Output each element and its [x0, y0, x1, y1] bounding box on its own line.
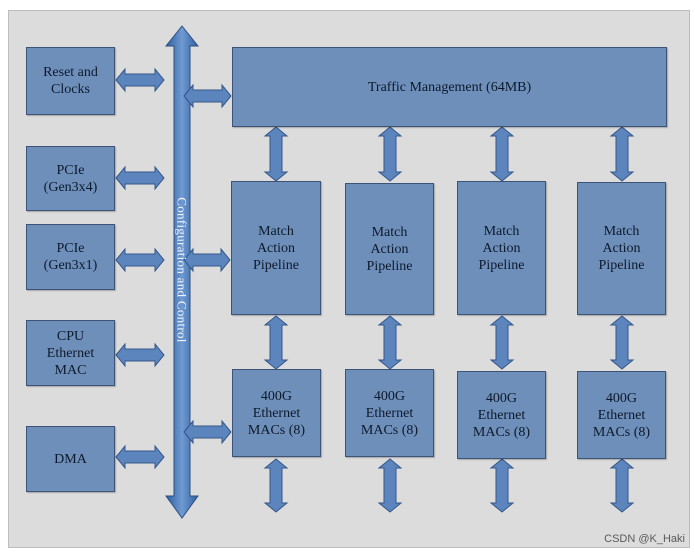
- arrow-pipeline-to-macs-4: [609, 315, 635, 370]
- match-action-pipeline-1: Match Action Pipeline: [231, 181, 321, 315]
- arrow-pipeline-to-macs-1: [263, 315, 289, 370]
- ethernet-macs-2: 400G Ethernet MACs (8): [345, 369, 434, 457]
- arrow-pcie4-to-bus: [115, 165, 165, 191]
- bus-label: Configuration and Control: [175, 197, 190, 343]
- pcie-gen3x1-block: PCIe (Gen3x1): [26, 224, 115, 290]
- arrow-pcie1-to-bus: [115, 247, 165, 273]
- ethernet-macs-1: 400G Ethernet MACs (8): [232, 369, 321, 457]
- arrow-macs-out-3: [489, 458, 515, 513]
- configuration-bus-arrow: [164, 25, 200, 519]
- ethernet-macs-4: 400G Ethernet MACs (8): [577, 371, 666, 459]
- arrow-dma-to-bus: [115, 444, 165, 470]
- arrow-bus-to-macs: [183, 419, 232, 445]
- arrow-macs-out-4: [609, 458, 635, 513]
- dma-block: DMA: [26, 426, 115, 492]
- cpu-ethernet-mac-block: CPU Ethernet MAC: [26, 320, 115, 386]
- arrow-pipeline-to-macs-2: [377, 315, 403, 370]
- match-action-pipeline-2: Match Action Pipeline: [345, 183, 434, 315]
- arrow-traffic-to-pipeline-1: [263, 126, 289, 182]
- reset-clocks-block: Reset and Clocks: [26, 47, 115, 115]
- ethernet-macs-3: 400G Ethernet MACs (8): [457, 371, 546, 459]
- arrow-macs-out-1: [263, 458, 289, 513]
- arrow-macs-out-2: [377, 458, 403, 513]
- arrow-pipeline-to-macs-3: [489, 315, 515, 370]
- match-action-pipeline-4: Match Action Pipeline: [577, 182, 666, 315]
- arrow-traffic-to-pipeline-2: [377, 126, 403, 182]
- arrow-traffic-to-pipeline-3: [489, 126, 515, 182]
- arrow-traffic-to-pipeline-4: [609, 126, 635, 182]
- pcie-gen3x4-block: PCIe (Gen3x4): [26, 146, 115, 211]
- arrow-bus-to-pipeline: [183, 247, 231, 273]
- watermark: CSDN @K_Haki: [604, 533, 685, 545]
- arrow-cpu-mac-to-bus: [115, 342, 165, 368]
- arrow-reset-to-bus: [115, 67, 165, 93]
- traffic-management-block: Traffic Management (64MB): [232, 47, 667, 127]
- arrow-bus-to-traffic: [183, 83, 232, 109]
- match-action-pipeline-3: Match Action Pipeline: [457, 181, 546, 315]
